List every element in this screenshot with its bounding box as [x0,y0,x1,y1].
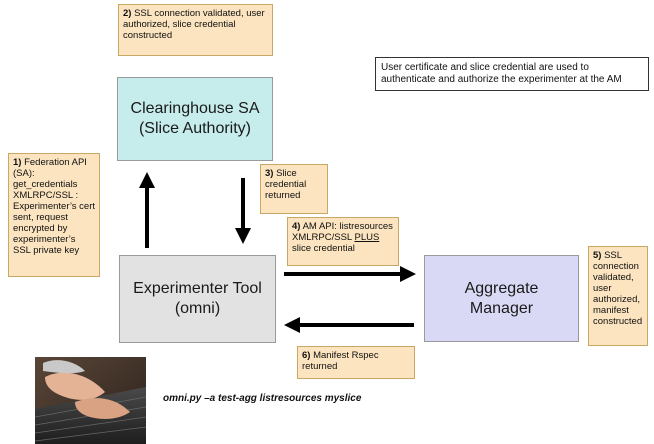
tool-title: Experimenter Tool [133,280,262,297]
tool-subtitle: (omni) [174,300,221,317]
step2-text: SSL connection validated, user authorize… [123,8,265,41]
step1-text: Federation API (SA): get_credentials XML… [13,157,96,256]
aggregate-manager-box: Aggregate Manager [424,255,579,342]
aggregate-subtitle: Manager [469,299,534,317]
note-step5: 5) SSL connection validated, user author… [588,246,648,346]
note-step6: 6) Manifest Rspec returned [297,346,415,379]
note-step1: 1) Federation API (SA): get_credentials … [8,153,100,277]
note-step3: 3) Slice credential returned [260,164,328,214]
step5-text: SSL connection validated, user authorize… [593,250,643,327]
info-note: User certificate and slice credential ar… [375,57,649,91]
note-step2: 2) SSL connection validated, user author… [118,4,273,56]
step1-number: 1) [13,157,22,168]
step4-text-a: AM API: listresources XMLRPC/SSL [292,221,393,243]
step3-number: 3) [265,168,274,179]
keyboard-photo [35,357,146,444]
command-text: omni.py –a test-agg listresources myslic… [163,393,362,404]
clearinghouse-title: Clearinghouse SA [130,100,260,117]
step4-plus: PLUS [354,232,380,243]
info-text: User certificate and slice credential ar… [381,62,622,85]
step6-number: 6) [302,350,311,361]
step4-text-b: slice credential [292,243,355,254]
step5-number: 5) [593,250,602,261]
step4-number: 4) [292,221,301,232]
clearinghouse-subtitle: (Slice Authority) [138,120,252,137]
step3-text: Slice credential returned [265,168,307,201]
clearinghouse-box: Clearinghouse SA (Slice Authority) [117,77,273,161]
step6-text: Manifest Rspec returned [302,350,379,372]
note-step4: 4) AM API: listresources XMLRPC/SSL PLUS… [287,217,399,266]
experimenter-tool-box: Experimenter Tool (omni) [119,255,276,343]
aggregate-title: Aggregate [464,279,539,297]
step2-number: 2) [123,8,132,19]
